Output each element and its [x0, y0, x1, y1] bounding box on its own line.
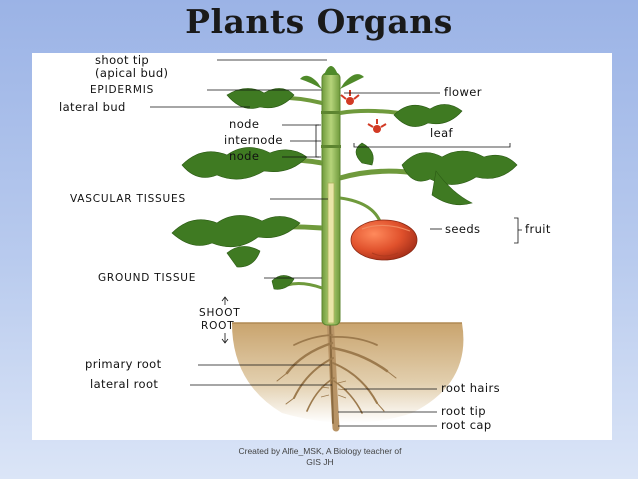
label-root-cap: root cap: [441, 420, 492, 432]
leaves-right: [340, 104, 517, 204]
label-lateral-root: lateral root: [90, 379, 158, 391]
label-flower: flower: [444, 87, 482, 99]
label-node-bottom: node: [229, 151, 259, 163]
label-apical-bud: (apical bud): [95, 68, 168, 80]
label-lateral-bud: lateral bud: [59, 102, 126, 114]
credit-line-2: GIS JH: [210, 457, 430, 468]
label-epidermis: EPIDERMIS: [90, 85, 154, 96]
label-root-tip: root tip: [441, 406, 486, 418]
label-shoot: SHOOT: [199, 308, 241, 319]
label-ground-tissue: GROUND TISSUE: [98, 273, 196, 284]
label-root-hairs: root hairs: [441, 383, 500, 395]
label-node-top: node: [229, 119, 259, 131]
label-root: ROOT: [201, 321, 234, 332]
label-leaf: leaf: [430, 128, 453, 140]
apical-bud: [324, 66, 338, 75]
label-shoot-tip: shoot tip: [95, 55, 149, 67]
label-fruit: fruit: [525, 224, 551, 236]
label-primary-root: primary root: [85, 359, 162, 371]
label-internode: internode: [224, 135, 283, 147]
slide-title: Plants Organs: [0, 2, 638, 41]
credit-line-1: Created by Alfie_MSK, A Biology teacher …: [210, 446, 430, 457]
label-seeds: seeds: [445, 224, 480, 236]
diagram-panel: shoot tip (apical bud) EPIDERMIS lateral…: [32, 53, 612, 440]
label-vascular-tissues: VASCULAR TISSUES: [70, 194, 186, 205]
credit-text: Created by Alfie_MSK, A Biology teacher …: [210, 446, 430, 467]
